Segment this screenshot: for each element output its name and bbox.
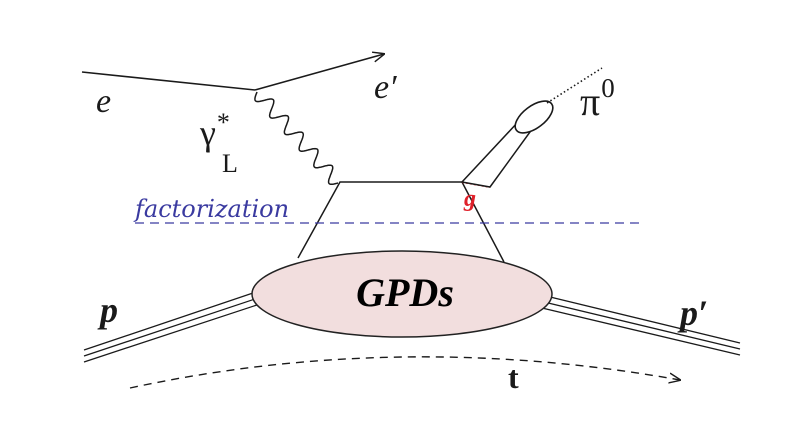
incoming-electron-line	[81, 71, 256, 91]
incoming-proton-lines	[83, 289, 267, 363]
photon-sup: *	[217, 108, 230, 137]
label-gpds: GPDs	[356, 270, 454, 315]
gpd-blob	[251, 250, 553, 338]
label-gluon: g	[463, 186, 476, 212]
outgoing-electron-line	[254, 54, 384, 91]
label-proton-out: p′	[677, 293, 708, 333]
label-photon: γ*	[199, 108, 230, 153]
hard-scattering-box	[297, 181, 505, 263]
photon-symbol: γ	[199, 113, 216, 153]
label-electron-out: e′	[374, 69, 397, 106]
label-proton-in: p	[97, 290, 118, 330]
photon-sub: L	[222, 149, 238, 178]
pion-dotted-line	[546, 67, 603, 104]
label-momentum-transfer: t	[508, 359, 519, 395]
pion-head	[514, 100, 554, 134]
pion-symbol: π	[580, 79, 600, 124]
pion-sup: 0	[601, 73, 615, 103]
momentum-transfer-arc	[129, 356, 680, 389]
label-pion: π0	[580, 73, 615, 124]
outgoing-proton-lines	[541, 295, 741, 356]
virtual-photon-wave	[254, 91, 339, 186]
label-factorization: factorization	[133, 195, 289, 223]
label-electron-in: e	[96, 83, 111, 120]
